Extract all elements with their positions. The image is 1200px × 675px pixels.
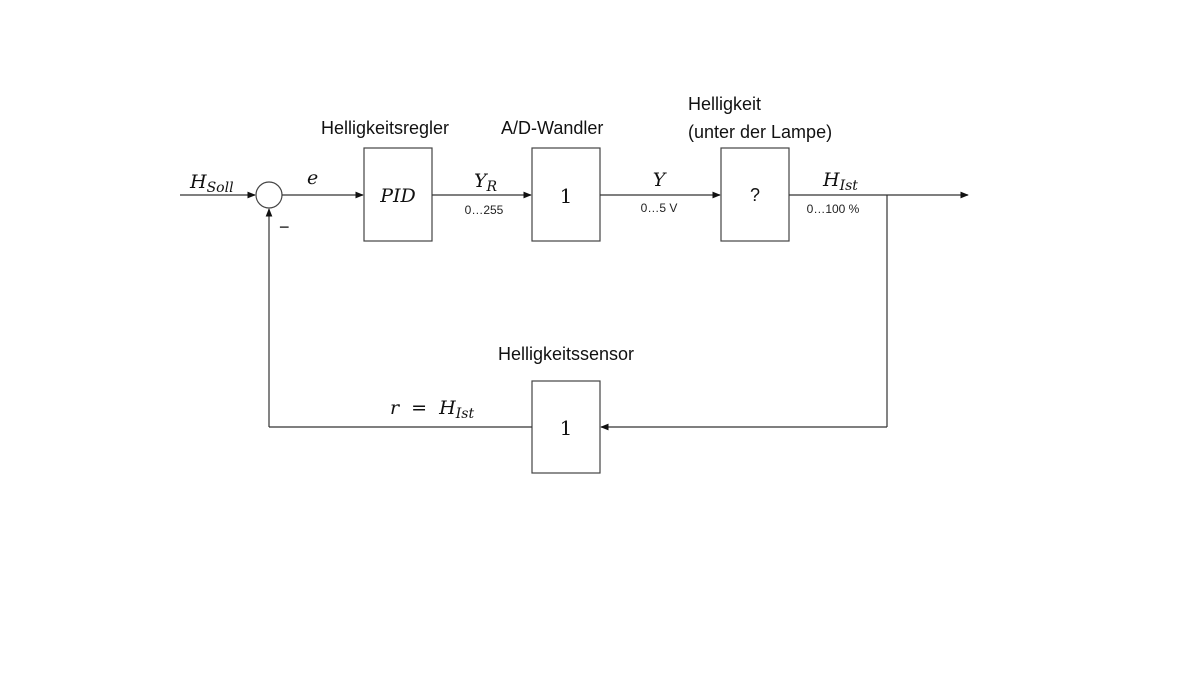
plant-block [720, 147, 790, 242]
adc-title: A/D-Wandler [501, 118, 603, 138]
adc-block [531, 147, 601, 242]
feedback-minus-sign: − [279, 217, 290, 237]
adc-content: 1 [560, 184, 573, 208]
output-range: 0…100 % [807, 202, 860, 216]
plant-title-line2: (unter der Lampe) [688, 122, 832, 142]
sensor-title: Helligkeitssensor [498, 344, 634, 364]
yr-range: 0…255 [465, 203, 504, 217]
error-label: e [307, 167, 318, 189]
y-label: Y [653, 169, 668, 191]
y-range: 0…5 V [641, 201, 678, 215]
plant-title-line1: Helligkeit [688, 94, 761, 114]
sensor-content: 1 [560, 416, 573, 440]
feedback-label: r = HIst [390, 397, 474, 422]
output-label: HIst [822, 169, 858, 194]
plant-content: ? [750, 185, 760, 205]
controller-title: Helligkeitsregler [321, 118, 449, 138]
controller-block [363, 147, 433, 242]
summing-junction [255, 181, 283, 209]
controller-content: PID [379, 185, 416, 207]
yr-label: YR [474, 170, 498, 195]
input-label: HSoll [189, 171, 234, 196]
